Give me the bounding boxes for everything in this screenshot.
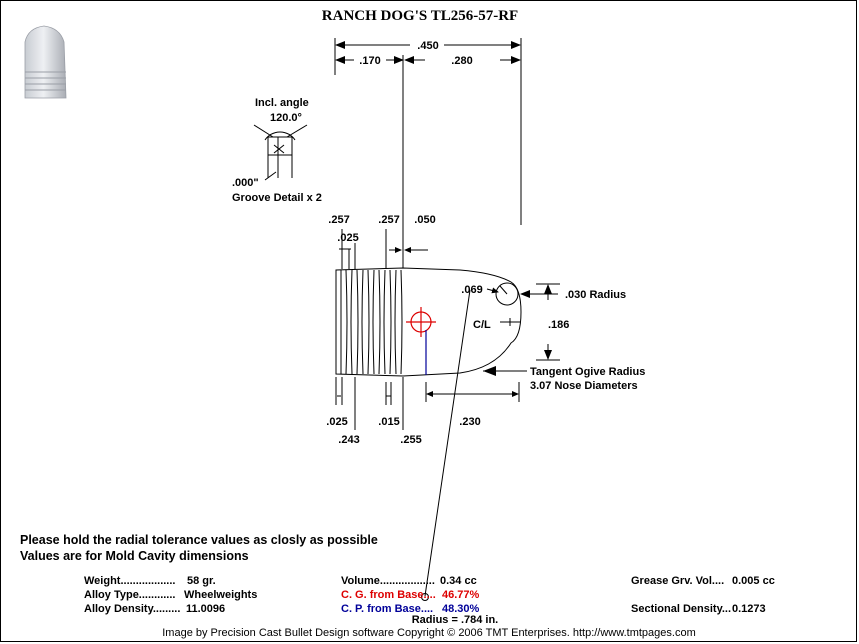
dim-overall-length: .450	[334, 38, 522, 75]
specs-middle: Volume.................. 0.34 cc C. G. f…	[341, 575, 480, 615]
meplat-offset-label: .069	[461, 284, 482, 296]
groove-detail-caption: Groove Detail x 2	[232, 192, 322, 204]
cg-marker	[406, 307, 436, 337]
copyright-footer: Image by Precision Cast Bullet Design so…	[162, 627, 695, 639]
cp-value: 48.30%	[442, 603, 480, 615]
radius-leader-line	[424, 289, 471, 597]
incl-angle-value: 120.0°	[270, 112, 302, 124]
specs-left: Weight.................. 58 gr. Alloy Ty…	[84, 575, 257, 615]
cg-label: C. G. from Base....	[341, 589, 436, 601]
radius-origin-marker	[421, 593, 429, 601]
meplat-dia-label: .186	[548, 319, 569, 331]
dims-above-body: .257 .025 .257 .050	[328, 214, 436, 269]
alloy-type-value: Wheelweights	[184, 589, 257, 601]
dims-right: .069 .030 Radius .186 C/L Tangent Ogive …	[461, 283, 645, 392]
cp-label: C. P. from Base....	[341, 603, 433, 615]
ogive-radius-label: Tangent Ogive Radius	[530, 366, 645, 378]
bullet-icon	[24, 25, 67, 99]
dims-below-body: .025 .243 .015 .255 .230	[326, 377, 520, 446]
dim-body-nose-lengths: .170 .280	[335, 55, 522, 268]
volume-label: Volume..................	[341, 575, 435, 587]
sectional-density-label: Sectional Density...	[631, 603, 731, 615]
specs-right: Grease Grv. Vol.... 0.005 cc Sectional D…	[631, 575, 775, 615]
incl-angle-label: Incl. angle	[255, 97, 309, 109]
tolerance-note: Please hold the radial tolerance values …	[20, 533, 378, 547]
cg-value: 46.77%	[442, 589, 480, 601]
grease-volume-label: Grease Grv. Vol....	[631, 575, 724, 587]
nose-dia-length-label: .230	[459, 416, 480, 428]
sectional-density-value: 0.1273	[732, 603, 766, 615]
body-dia-label: .255	[400, 434, 421, 446]
dim-nose-length-label: .280	[451, 55, 472, 67]
grease-volume-value: 0.005 cc	[732, 575, 775, 587]
band-width-label: .025	[337, 232, 358, 244]
alloy-density-label: Alloy Density.........	[84, 603, 180, 615]
drawing-title: RANCH DOG'S TL256-57-RF	[322, 8, 518, 24]
groove-detail: Incl. angle 120.0° .000" Groove Detail x…	[232, 97, 322, 204]
alloy-type-label: Alloy Type............	[84, 589, 175, 601]
ogive-diameters-label: 3.07 Nose Diameters	[530, 380, 638, 392]
band-dia-right-label: .257	[378, 214, 399, 226]
alloy-density-value: 11.0096	[186, 603, 225, 615]
groove-dia-label: .243	[338, 434, 359, 446]
weight-label: Weight..................	[84, 575, 175, 587]
groove-depth-value: .015	[378, 416, 399, 428]
band-dia-left-label: .257	[328, 214, 349, 226]
groove-depth-label: .000"	[232, 177, 259, 189]
groove-width-label: .025	[326, 416, 347, 428]
centerline-label: C/L	[473, 319, 491, 331]
band-step-label: .050	[414, 214, 435, 226]
weight-value: 58 gr.	[187, 575, 216, 587]
dim-body-length-label: .170	[359, 55, 380, 67]
radius-label: Radius = .784 in.	[412, 614, 499, 626]
bullet-profile	[335, 267, 522, 377]
meplat-radius-label: .030 Radius	[565, 289, 626, 301]
dim-overall-label: .450	[417, 40, 438, 52]
mold-cavity-note: Values are for Mold Cavity dimensions	[20, 549, 249, 563]
volume-value: 0.34 cc	[440, 575, 477, 587]
